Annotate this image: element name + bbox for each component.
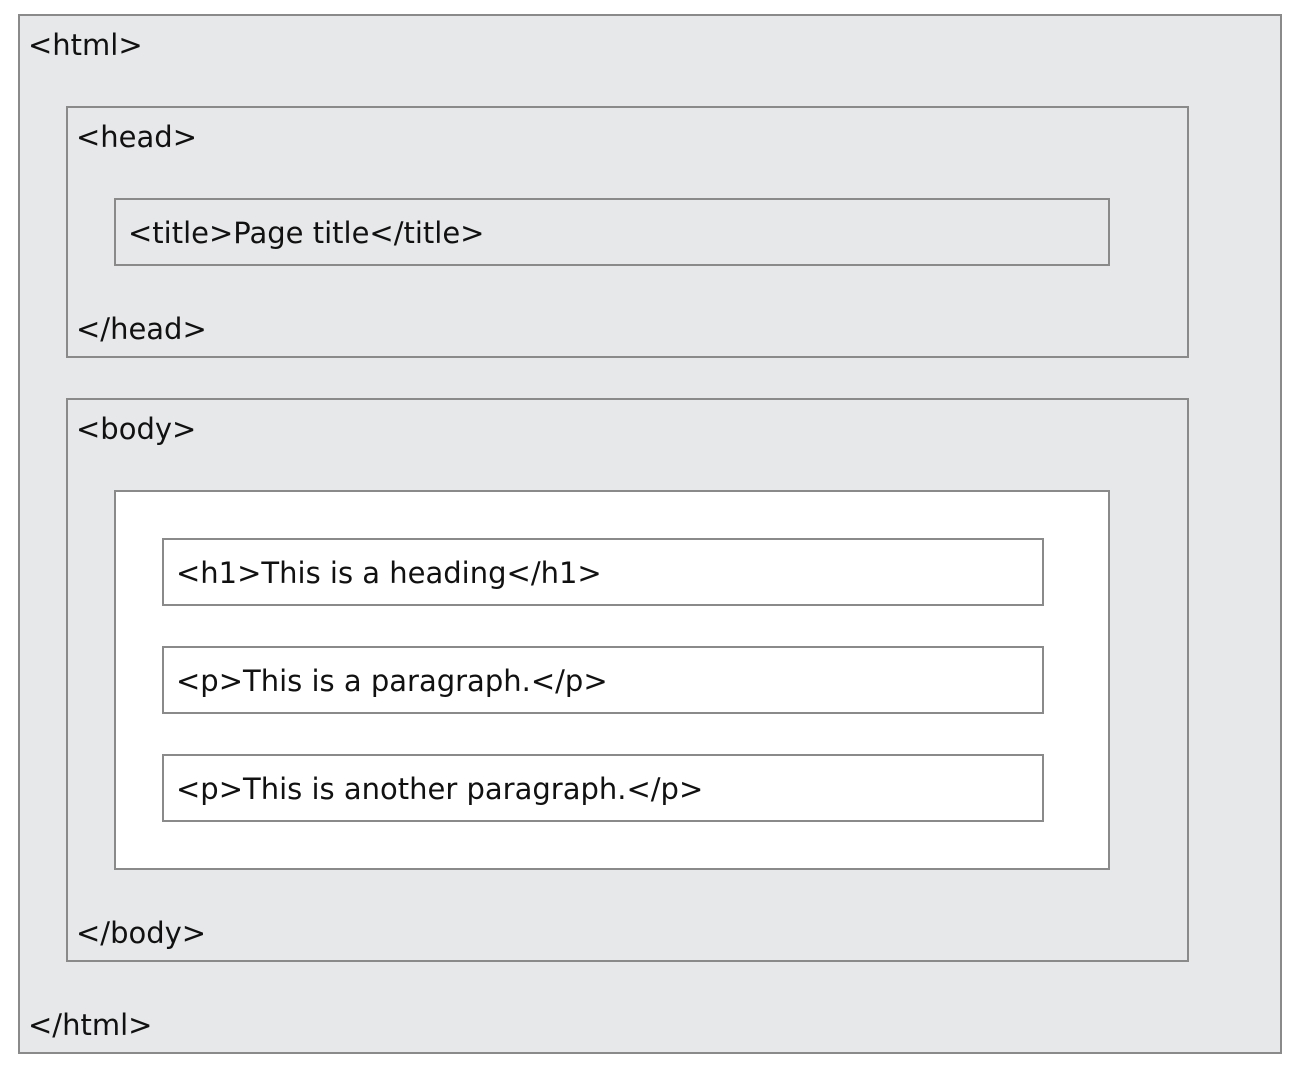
- body-close-tag: </body>: [76, 916, 207, 950]
- head-open-tag: <head>: [76, 120, 197, 154]
- head-close-tag: </head>: [76, 312, 207, 346]
- paragraph-element-box: [162, 646, 1044, 714]
- title-element-label: <title>Page title</title>: [128, 216, 485, 250]
- h1-element-label: <h1>This is a heading</h1>: [176, 556, 602, 590]
- html-close-tag: </html>: [28, 1008, 153, 1042]
- paragraph-element-label: <p>This is another paragraph.</p>: [176, 772, 704, 806]
- paragraph-element-label: <p>This is a paragraph.</p>: [176, 664, 608, 698]
- body-open-tag: <body>: [76, 412, 197, 446]
- title-element-box: [114, 198, 1110, 266]
- html-open-tag: <html>: [28, 28, 143, 62]
- h1-element-box: [162, 538, 1044, 606]
- paragraph-element-box: [162, 754, 1044, 822]
